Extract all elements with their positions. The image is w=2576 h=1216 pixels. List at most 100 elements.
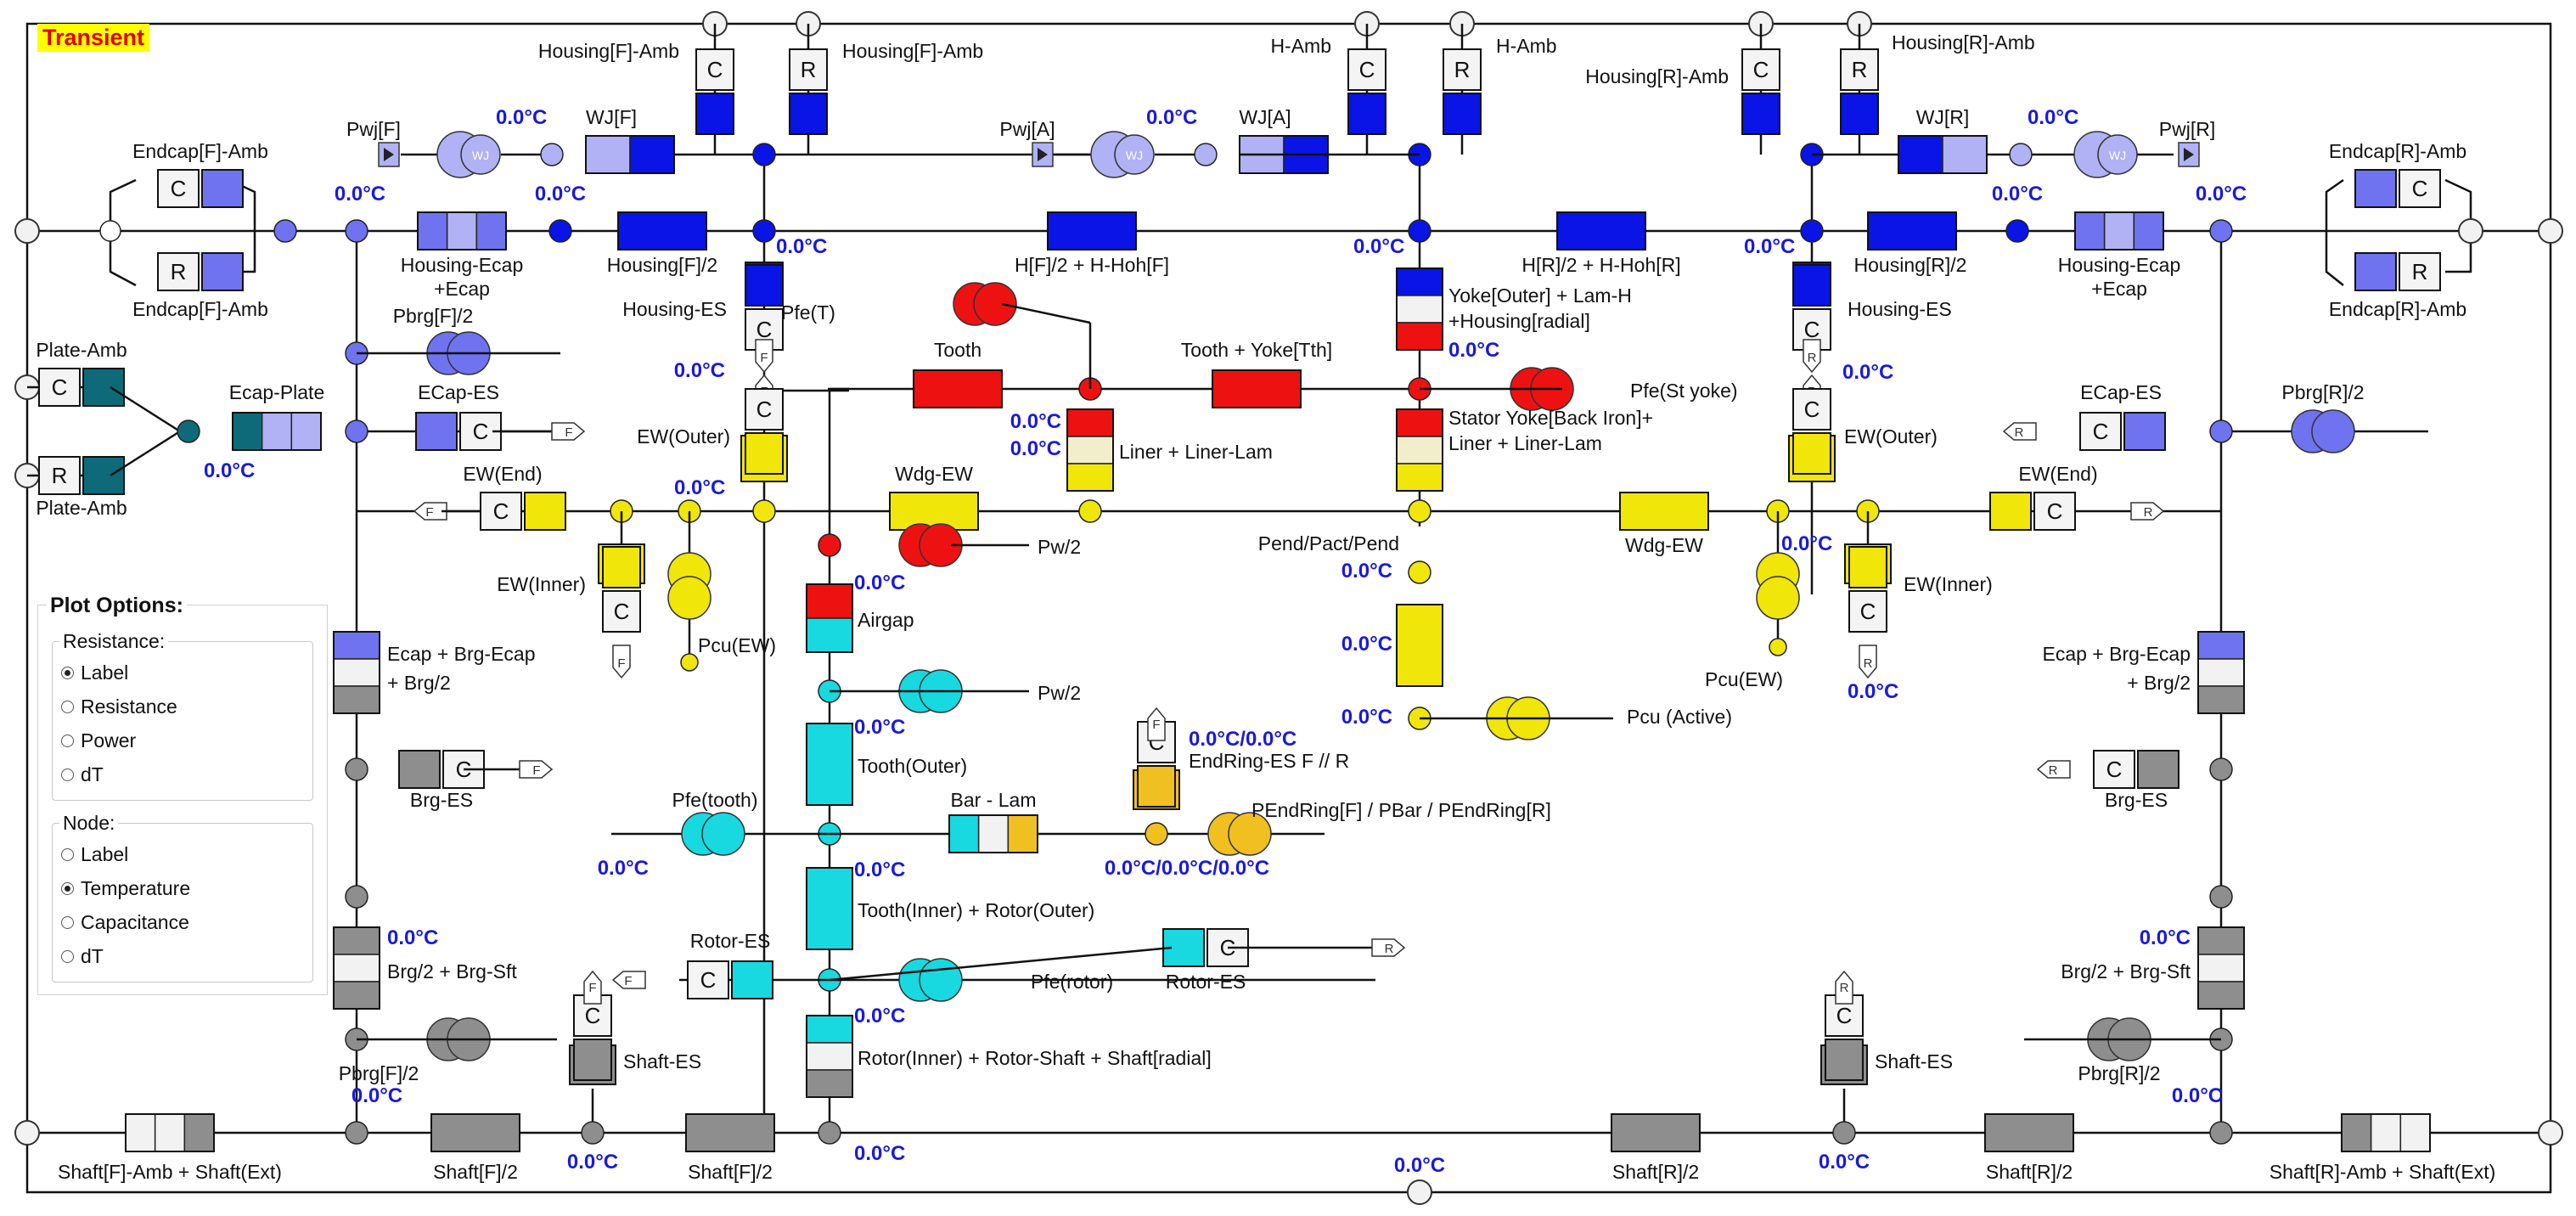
- resistor[interactable]: [2197, 631, 2245, 714]
- capacitance-box[interactable]: [38, 368, 81, 407]
- h-f-resistor[interactable]: [1047, 211, 1137, 251]
- thermal-node[interactable]: [2209, 419, 2233, 443]
- capacitance-box[interactable]: [2399, 169, 2441, 208]
- ecap-plate-resistor[interactable]: [232, 412, 322, 451]
- thermal-node[interactable]: [752, 499, 776, 523]
- resistance-option-power[interactable]: Power: [61, 729, 136, 752]
- capacitance-box[interactable]: [789, 48, 828, 91]
- ambient-node[interactable]: [1407, 1179, 1432, 1205]
- thermal-node[interactable]: [273, 219, 297, 243]
- thermal-node[interactable]: [581, 1121, 605, 1145]
- ambient-node[interactable]: [2538, 218, 2563, 244]
- node-option-label[interactable]: Label: [61, 842, 128, 866]
- resistor[interactable]: [2197, 926, 2245, 1010]
- node-option-temperature[interactable]: Temperature: [61, 876, 190, 900]
- wj-resistor[interactable]: [585, 135, 675, 174]
- capacitance-box[interactable]: [2399, 252, 2441, 291]
- wj-resistor[interactable]: [1898, 135, 1988, 174]
- node-option-dt[interactable]: dT: [61, 944, 104, 968]
- capacitance-box[interactable]: [157, 252, 200, 291]
- airgap-resistor[interactable]: [806, 583, 853, 653]
- capacitance-box[interactable]: [695, 48, 734, 91]
- thermal-node[interactable]: [2209, 1121, 2233, 1145]
- housing-ecap-resistor[interactable]: [2074, 211, 2164, 251]
- thermal-node[interactable]: [1408, 560, 1431, 584]
- node-option-capacitance[interactable]: Capacitance: [61, 910, 189, 934]
- thermal-node[interactable]: [2209, 219, 2233, 243]
- thermal-node[interactable]: [2009, 143, 2033, 166]
- thermal-node[interactable]: [2005, 219, 2029, 243]
- resistance-option-dt[interactable]: dT: [61, 763, 104, 786]
- capacitance-box[interactable]: [2079, 412, 2122, 451]
- ambient-node[interactable]: [14, 1120, 40, 1146]
- thermal-node[interactable]: [1145, 822, 1168, 846]
- resistance-option-resistance[interactable]: Resistance: [61, 695, 177, 718]
- thermal-node[interactable]: [752, 143, 776, 166]
- capacitance-box[interactable]: [38, 456, 81, 495]
- thermal-node[interactable]: [1194, 143, 1218, 166]
- ambient-node[interactable]: [2458, 218, 2483, 244]
- thermal-node[interactable]: [2209, 885, 2233, 909]
- water-jacket-icon[interactable]: [2097, 134, 2138, 175]
- thermal-node[interactable]: [680, 653, 699, 672]
- thermal-node[interactable]: [345, 885, 368, 909]
- capacitance-box[interactable]: [745, 308, 784, 351]
- stator-yoke-resistor[interactable]: [1396, 408, 1443, 492]
- capacitance-box[interactable]: [157, 169, 200, 208]
- capacitance-box[interactable]: [745, 388, 784, 431]
- power-source-icon[interactable]: [701, 812, 745, 856]
- thermal-node[interactable]: [1078, 499, 1102, 523]
- ambient-node[interactable]: [2538, 1120, 2563, 1146]
- thermal-node[interactable]: [1408, 499, 1431, 523]
- thermal-node[interactable]: [548, 219, 572, 243]
- tooth-inner-resistor[interactable]: [806, 867, 853, 950]
- housing-f-resistor[interactable]: [617, 211, 707, 251]
- thermal-node[interactable]: [345, 419, 368, 443]
- thermal-node[interactable]: [1769, 638, 1787, 656]
- resistor[interactable]: [685, 1113, 775, 1152]
- resistance-option-label[interactable]: Label: [61, 661, 128, 684]
- ambient-node[interactable]: [99, 220, 121, 242]
- water-jacket-icon[interactable]: [460, 134, 501, 175]
- thermal-node[interactable]: [177, 419, 200, 443]
- tooth-yoke-resistor[interactable]: [1212, 369, 1302, 408]
- liner-resistor[interactable]: [1066, 408, 1114, 492]
- capacitance-box[interactable]: [1347, 48, 1386, 91]
- power-source-icon[interactable]: [2311, 409, 2355, 453]
- thermal-node[interactable]: [2209, 757, 2233, 781]
- power-source-icon[interactable]: [667, 576, 711, 620]
- brg-sft-resistor[interactable]: [333, 926, 380, 1010]
- thermal-node[interactable]: [345, 757, 368, 781]
- capacitance-box[interactable]: [1848, 590, 1887, 633]
- thermal-node[interactable]: [752, 219, 776, 243]
- capacitance-box[interactable]: [2093, 750, 2135, 789]
- thermal-node[interactable]: [345, 219, 368, 243]
- resistor[interactable]: [1984, 1113, 2074, 1152]
- shaft-f-resistor[interactable]: [430, 1113, 520, 1152]
- thermal-node[interactable]: [818, 533, 841, 557]
- capacitance-box[interactable]: [1840, 48, 1879, 91]
- tooth-outer-resistor[interactable]: [806, 723, 853, 806]
- rotor-inner-resistor[interactable]: [806, 1015, 853, 1098]
- h-r-resistor[interactable]: [1556, 211, 1646, 251]
- housing-r-resistor[interactable]: [1867, 211, 1957, 251]
- capacitance-box[interactable]: [1741, 48, 1780, 91]
- ambient-node[interactable]: [14, 218, 40, 244]
- yoke-outer-resistor[interactable]: [1396, 267, 1443, 351]
- power-source-icon[interactable]: [973, 282, 1017, 326]
- wdg-ew-resistor[interactable]: [1619, 492, 1709, 531]
- capacitance-box[interactable]: [687, 960, 729, 999]
- capacitance-box[interactable]: [602, 590, 641, 633]
- ecap-brg-resistor[interactable]: [333, 631, 380, 714]
- power-source-icon[interactable]: [919, 958, 963, 1002]
- housing-ecap-resistor[interactable]: [417, 211, 507, 251]
- shaft-r-resistor[interactable]: [1611, 1113, 1701, 1152]
- bar-lam-resistor[interactable]: [948, 814, 1038, 853]
- capacitance-box[interactable]: [1443, 48, 1482, 91]
- thermal-node[interactable]: [345, 1121, 368, 1145]
- capacitance-box[interactable]: [1792, 388, 1831, 431]
- thermal-node[interactable]: [1832, 1121, 1856, 1145]
- thermal-node[interactable]: [1408, 219, 1431, 243]
- thermal-node[interactable]: [540, 143, 564, 166]
- thermal-node[interactable]: [1800, 219, 1824, 243]
